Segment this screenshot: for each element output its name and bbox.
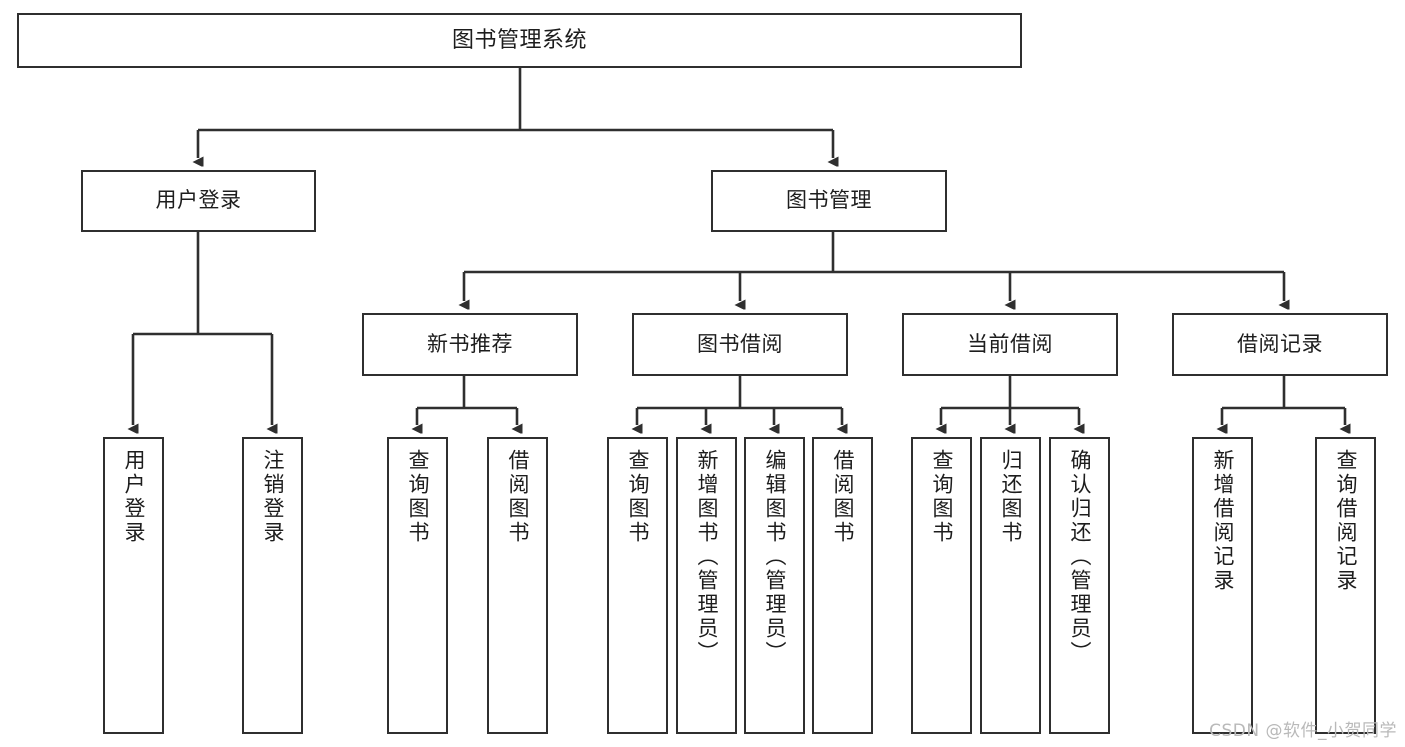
node-book-manage-label: 图书管理	[786, 188, 872, 213]
node-borrow-record[interactable]: 借阅记录	[1172, 313, 1388, 376]
node-leaf-user-logout[interactable]: 注销登录	[242, 437, 303, 734]
node-leaf-add-book-label: 新增图书（管理员）	[695, 449, 719, 665]
node-current-borrow[interactable]: 当前借阅	[902, 313, 1118, 376]
node-leaf-confirm-return[interactable]: 确认归还（管理员）	[1049, 437, 1110, 734]
node-leaf-borrow-book-2[interactable]: 借阅图书	[812, 437, 873, 734]
node-root-system-label: 图书管理系统	[451, 27, 587, 53]
node-leaf-borrow-book-1-label: 借阅图书	[506, 449, 530, 545]
node-leaf-user-logout-label: 注销登录	[261, 449, 285, 545]
node-leaf-user-login[interactable]: 用户登录	[103, 437, 164, 734]
node-leaf-confirm-return-label: 确认归还（管理员）	[1068, 449, 1092, 665]
node-leaf-query-book-1[interactable]: 查询图书	[387, 437, 448, 734]
node-book-borrow[interactable]: 图书借阅	[632, 313, 848, 376]
node-leaf-query-record[interactable]: 查询借阅记录	[1315, 437, 1376, 734]
node-leaf-add-record-label: 新增借阅记录	[1211, 449, 1235, 593]
node-user-login[interactable]: 用户登录	[81, 170, 316, 232]
node-leaf-query-book-2-label: 查询图书	[626, 449, 650, 545]
node-leaf-add-book[interactable]: 新增图书（管理员）	[676, 437, 737, 734]
node-leaf-query-book-2[interactable]: 查询图书	[607, 437, 668, 734]
node-book-manage[interactable]: 图书管理	[711, 170, 947, 232]
node-leaf-edit-book[interactable]: 编辑图书（管理员）	[744, 437, 805, 734]
node-new-book-recommend-label: 新书推荐	[427, 331, 513, 356]
node-new-book-recommend[interactable]: 新书推荐	[362, 313, 578, 376]
node-leaf-add-record[interactable]: 新增借阅记录	[1192, 437, 1253, 734]
node-leaf-query-book-1-label: 查询图书	[406, 449, 430, 545]
node-leaf-borrow-book-2-label: 借阅图书	[831, 449, 855, 545]
node-root-system[interactable]: 图书管理系统	[17, 13, 1022, 68]
node-leaf-query-book-3[interactable]: 查询图书	[911, 437, 972, 734]
node-leaf-borrow-book-1[interactable]: 借阅图书	[487, 437, 548, 734]
node-user-login-label: 用户登录	[155, 188, 242, 213]
node-leaf-query-record-label: 查询借阅记录	[1334, 449, 1358, 593]
node-leaf-user-login-label: 用户登录	[122, 449, 146, 545]
node-leaf-return-book-label: 归还图书	[999, 449, 1023, 545]
node-leaf-edit-book-label: 编辑图书（管理员）	[763, 449, 787, 665]
node-current-borrow-label: 当前借阅	[967, 331, 1053, 356]
watermark-text: CSDN @软件_小贺同学	[1209, 721, 1397, 741]
node-leaf-query-book-3-label: 查询图书	[930, 449, 954, 545]
node-book-borrow-label: 图书借阅	[697, 331, 783, 356]
node-borrow-record-label: 借阅记录	[1237, 331, 1323, 356]
node-leaf-return-book[interactable]: 归还图书	[980, 437, 1041, 734]
